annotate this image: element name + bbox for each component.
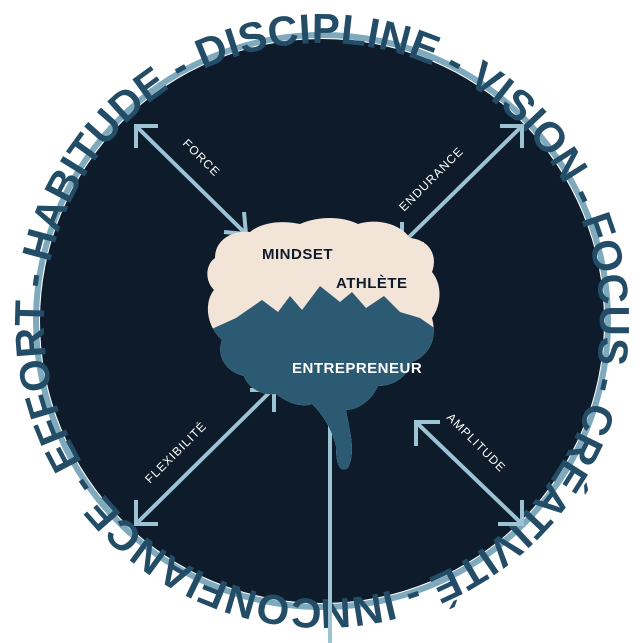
ring-outline [33,32,611,610]
arrows [134,124,524,526]
label-mindset: MINDSET [262,246,333,263]
label-entrepreneur: ENTREPRENEUR [292,360,422,377]
label-athlete: ATHLÈTE [336,275,408,292]
arrow-amplitude [414,420,524,526]
